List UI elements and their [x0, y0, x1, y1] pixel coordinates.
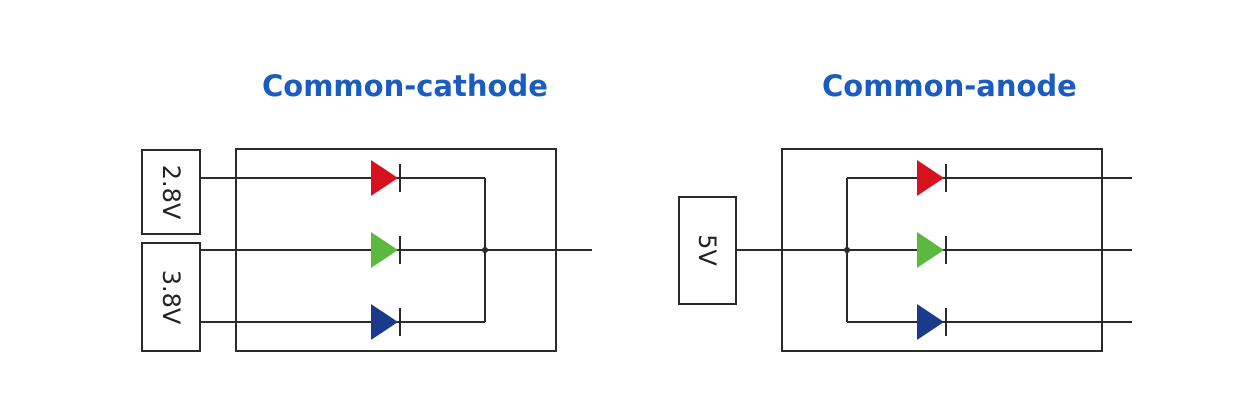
common-cathode-circuit: [141, 148, 592, 352]
blue-led-icon: [917, 304, 944, 340]
green-led-icon: [371, 232, 398, 268]
green-led-icon: [917, 232, 944, 268]
common-cathode-title: Common-cathode: [262, 69, 548, 103]
red-led-icon: [371, 160, 398, 196]
red-led-right: [917, 160, 947, 196]
voltage-label-5v: 5V: [693, 234, 721, 266]
blue-led-left: [371, 304, 401, 340]
common-anode-title: Common-anode: [822, 69, 1077, 103]
junction-dot-right: [844, 247, 850, 253]
junction-dot-left: [482, 247, 488, 253]
green-led-left: [371, 232, 401, 268]
blue-led-icon: [371, 304, 398, 340]
blue-led-right: [917, 304, 947, 340]
red-led-left: [371, 160, 401, 196]
common-anode-circuit: [678, 148, 1132, 352]
voltage-box-2-8v: [141, 149, 201, 235]
green-led-right: [917, 232, 947, 268]
voltage-label-3-8v: 3.8V: [157, 270, 185, 325]
voltage-label-2-8v: 2.8V: [157, 165, 185, 220]
voltage-box-3-8v: [141, 242, 201, 352]
red-led-icon: [917, 160, 944, 196]
